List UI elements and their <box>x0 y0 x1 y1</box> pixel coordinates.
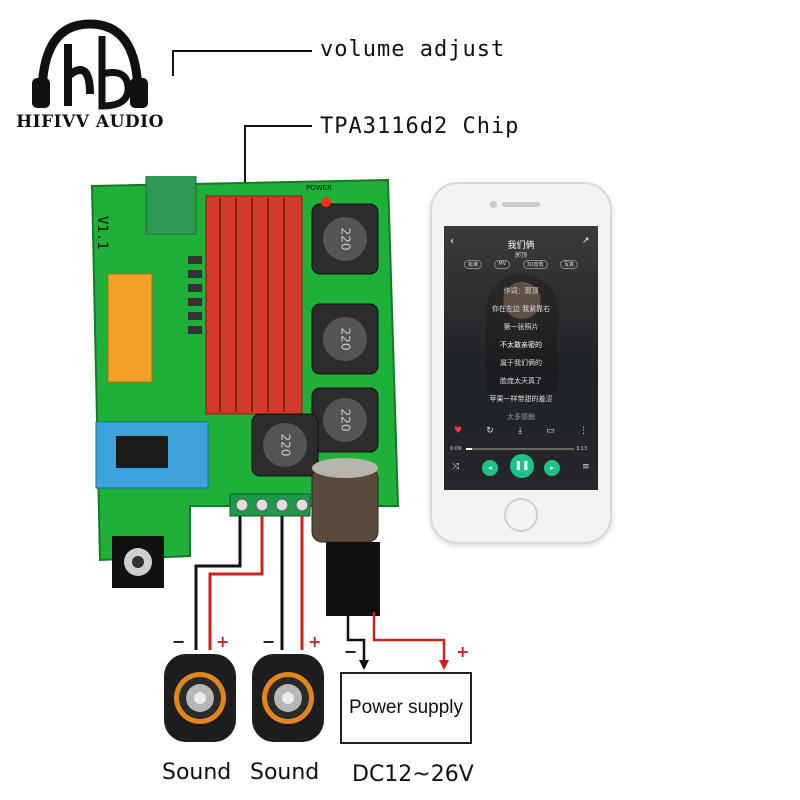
left-speaker-minus-sign: − <box>172 632 186 651</box>
lyric-line: 作词：郭顶 <box>503 287 539 295</box>
tag-standard[interactable]: 标准 <box>464 260 483 269</box>
lyric-line: 太多感触 <box>507 413 535 421</box>
tag-photo[interactable]: 写真 <box>559 260 578 269</box>
tag-3d[interactable]: 3D音效 <box>522 260 548 269</box>
right-speaker <box>250 652 326 744</box>
song-artist: 郭顶 <box>514 252 527 259</box>
phone-speaker-slot <box>502 202 540 207</box>
tag-row: 标准 MV 3D音效 写真 <box>464 260 578 269</box>
prev-button[interactable]: ◂ <box>482 460 498 476</box>
volume-callout-line-vertical <box>172 50 174 76</box>
song-title: 我们俩 <box>507 241 535 251</box>
power-led-label: POWER <box>306 184 332 192</box>
phone-home-button[interactable] <box>504 498 538 532</box>
left-speaker-plus-sign: + <box>216 632 230 651</box>
action-row: ♥ ↻ ⤓ ▭ ⋮ <box>454 426 588 436</box>
next-button[interactable]: ▸ <box>544 460 560 476</box>
loop-icon[interactable]: ↻ <box>486 426 494 436</box>
time-total: 3:13 <box>576 446 588 452</box>
board-version-label: V1.1 <box>94 216 110 250</box>
tag-mv[interactable]: MV <box>494 260 511 269</box>
lyric-line: 脸庞太天真了 <box>500 377 542 385</box>
phone-camera <box>490 201 497 208</box>
chip-callout-line <box>244 125 312 127</box>
psu-positive-wire <box>372 612 446 668</box>
speaker-icon <box>252 654 324 742</box>
left-speaker-label: Sound <box>162 760 232 785</box>
inductor-label-3: 220 <box>338 408 353 432</box>
lyric-line: 你在左边 我紧靠右 <box>491 305 551 313</box>
lyric-line-active: 不太敢亲密的 <box>500 341 542 349</box>
play-pause-button[interactable]: ❚❚ <box>510 454 534 478</box>
back-arrow-icon[interactable]: ‹ <box>450 236 454 247</box>
inductor-label-2: 220 <box>338 327 353 351</box>
psu-minus-sign: − <box>344 642 358 661</box>
brand-logo: HIFIVV AUDIO <box>10 6 170 136</box>
comment-icon[interactable]: ▭ <box>546 426 555 436</box>
smartphone: ‹ ↗ 我们俩 郭顶 标准 MV 3D音效 写真 作词：郭顶 你在左边 我紧靠右… <box>430 182 612 544</box>
right-speaker-minus-sign: − <box>262 632 276 651</box>
inductor-label-1: 220 <box>338 227 353 251</box>
progress-track[interactable] <box>466 448 574 450</box>
singer-photo <box>486 274 558 394</box>
progress-fill <box>466 448 473 450</box>
lyrics-panel: 作词：郭顶 你在左边 我紧靠右 第一张照片 不太敢亲密的 属于我们俩的 脸庞太天… <box>444 286 598 422</box>
headphone-logo-icon <box>32 19 148 110</box>
speaker-icon <box>164 654 236 742</box>
time-current: 0:09 <box>450 446 462 452</box>
chip-callout-line-vertical <box>244 125 246 225</box>
right-speaker-label: Sound <box>250 760 320 785</box>
heart-icon[interactable]: ♥ <box>454 426 463 436</box>
shuffle-icon[interactable]: ⤨ <box>452 462 460 472</box>
more-icon[interactable]: ⋮ <box>579 426 588 436</box>
right-speaker-plus-sign: + <box>308 632 322 651</box>
lyric-line: 苹果一样带甜的羞涩 <box>489 395 553 403</box>
chip-label: TPA3116d2 Chip <box>320 114 520 139</box>
power-supply-box: Power supply <box>340 672 472 744</box>
phone-screen: ‹ ↗ 我们俩 郭顶 标准 MV 3D音效 写真 作词：郭顶 你在左边 我紧靠右… <box>444 226 598 490</box>
download-icon[interactable]: ⤓ <box>518 426 523 436</box>
lyric-line: 第一张照片 <box>503 323 539 331</box>
brand-name: HIFIVV AUDIO <box>16 112 164 132</box>
lyric-line: 属于我们俩的 <box>500 359 542 367</box>
playlist-icon[interactable]: ≡ <box>582 462 590 472</box>
volume-callout-line <box>172 50 312 52</box>
inductor-label-4: 220 <box>278 433 293 457</box>
share-icon[interactable]: ↗ <box>582 236 590 246</box>
psu-plus-sign: + <box>456 642 470 661</box>
amplifier-board: V1.1 POWER 220 220 220 220 <box>80 65 400 616</box>
left-speaker <box>162 652 238 744</box>
volume-adjust-label: volume adjust <box>320 37 506 62</box>
power-supply-voltage: DC12~26V <box>352 762 474 787</box>
